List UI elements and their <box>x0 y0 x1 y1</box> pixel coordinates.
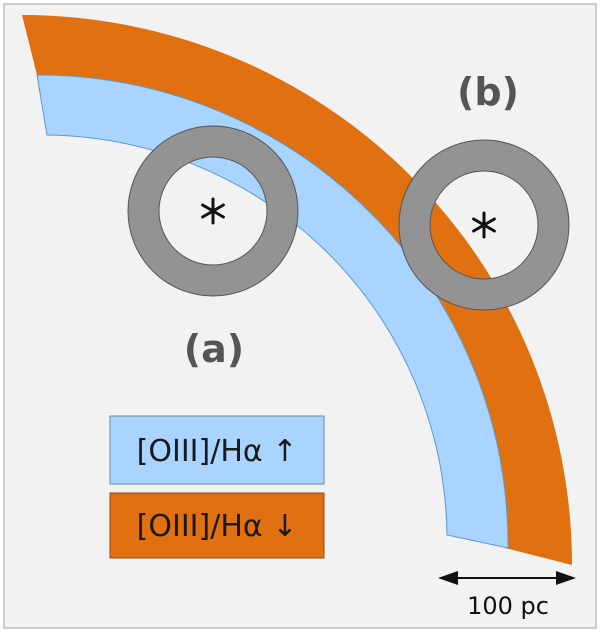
double-arrow-icon <box>438 571 576 585</box>
ring-a-outer-edge <box>127 125 299 297</box>
ring-a-inner-edge <box>158 156 268 266</box>
star-icon <box>472 211 496 239</box>
region-b <box>398 139 570 311</box>
legend-label-low: [OIII]/Hα ↓ <box>137 509 298 544</box>
ring-b-outer-edge <box>398 139 570 311</box>
ring-a <box>128 126 298 296</box>
ring-b-inner-edge <box>429 170 539 280</box>
legend: [OIII]/Hα ↑ [OIII]/Hα ↓ <box>109 415 325 559</box>
region-a <box>127 125 299 297</box>
scale-bar: 100 pc <box>438 571 576 620</box>
scale-bar-label: 100 pc <box>467 592 549 620</box>
legend-label-high: [OIII]/Hα ↑ <box>137 434 298 469</box>
region-label-a: (a) <box>184 327 244 371</box>
region-label-b: (b) <box>457 70 519 114</box>
legend-swatch-low <box>109 492 325 559</box>
ring-b <box>399 140 569 310</box>
legend-swatch-high <box>109 415 325 485</box>
star-icon <box>201 197 225 225</box>
